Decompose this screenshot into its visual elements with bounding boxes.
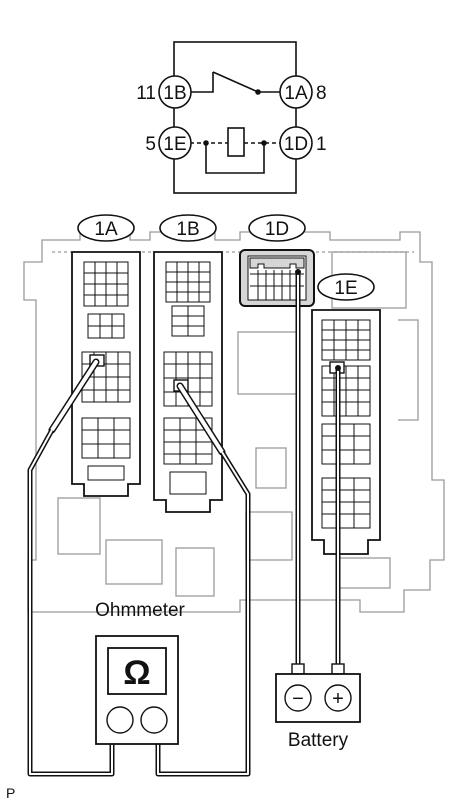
corner-mark: P — [6, 785, 15, 801]
connector-label: 1E — [334, 278, 357, 299]
ohmmeter-jack-left — [106, 706, 134, 734]
pin-name: 1D — [284, 134, 308, 155]
pin-number: 8 — [316, 83, 327, 104]
coil-junction-right — [261, 140, 267, 146]
ohmmeter-label: Ohmmeter — [95, 600, 185, 621]
pin-number: 1 — [316, 134, 327, 155]
connector-1A: 1A — [71, 214, 141, 497]
pin-name: 1B — [163, 83, 186, 104]
connector-1B: 1B — [153, 214, 223, 513]
schematic-pin-1E: 1E 5 — [145, 126, 192, 160]
battery-terminal-negative — [291, 663, 305, 675]
battery-terminal-positive — [331, 663, 345, 675]
relay-schematic — [173, 41, 297, 194]
connector-label: 1B — [176, 219, 199, 240]
pin-name: 1E — [163, 134, 186, 155]
ohmmeter-leads — [27, 358, 251, 777]
ohm-symbol: Ω — [123, 654, 150, 692]
battery-negative-sign: − — [292, 688, 304, 710]
connector-label-bubble — [317, 273, 375, 301]
battery: − + — [275, 663, 361, 723]
coil-junction-left — [203, 140, 209, 146]
schematic-pin-1A: 1A 8 — [279, 75, 327, 109]
switch-blade — [212, 71, 259, 93]
schematic-pin-1B: 1B 11 — [136, 75, 192, 109]
connector-label: 1D — [265, 219, 289, 240]
relay-housing — [173, 41, 297, 194]
battery-label: Battery — [288, 730, 349, 751]
ohmmeter-jack-right — [140, 706, 168, 734]
battery-positive-sign: + — [332, 688, 344, 710]
connector-label-bubble — [159, 214, 217, 242]
ohmmeter: Ω — [95, 635, 179, 745]
switch-left-lead — [190, 72, 214, 93]
schematic-pin-1D: 1D 1 — [279, 126, 327, 160]
switch-contact-point — [255, 89, 261, 95]
connector-label-bubble — [248, 214, 306, 242]
pin-number: 5 — [145, 134, 156, 155]
ohmmeter-display — [107, 647, 167, 695]
coil-diode-loop — [205, 143, 265, 174]
minus-icon — [284, 684, 312, 712]
pin-name: 1A — [284, 83, 308, 104]
connector-1E: 1E — [311, 273, 381, 555]
connector-1D: 1D — [239, 214, 315, 307]
connector-label: 1A — [94, 219, 118, 240]
relay-coil — [227, 127, 245, 157]
connector-label-bubble — [77, 214, 135, 242]
pin-number: 11 — [136, 83, 156, 104]
battery-leads — [295, 269, 341, 668]
plus-icon — [324, 684, 352, 712]
